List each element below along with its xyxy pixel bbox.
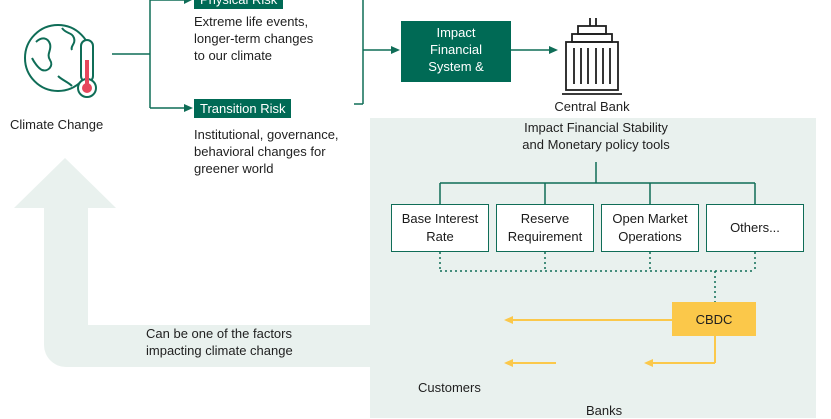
- feedback-text: Can be one of the factors impacting clim…: [146, 325, 293, 359]
- bank-building-icon: [560, 16, 624, 98]
- central-bank-caption-line: Impact Financial Stability: [524, 120, 668, 135]
- tool-reserve-requirement: Reserve Requirement: [496, 204, 594, 252]
- physical-risk-tag: Physical Risk: [194, 0, 284, 9]
- tool-open-market-operations: Open Market Operations: [601, 204, 699, 252]
- physical-risk-line: Extreme life events,: [194, 14, 309, 29]
- transition-risk-line: Institutional, governance,: [194, 127, 339, 142]
- feedback-arrow: [14, 158, 116, 325]
- impact-box-line: System &: [428, 59, 484, 74]
- tool-line: Operations: [618, 229, 682, 244]
- tool-others: Others...: [706, 204, 804, 252]
- earth-thermometer-icon: [18, 14, 104, 104]
- feedback-line: impacting climate change: [146, 343, 293, 358]
- physical-risk-line: longer-term changes: [194, 31, 314, 46]
- tool-line: Reserve: [520, 211, 570, 226]
- banks-label: Banks: [586, 403, 623, 418]
- customers-label: Customers: [418, 380, 481, 395]
- central-bank-caption-line: and Monetary policy tools: [522, 137, 670, 152]
- central-bank-panel: [370, 118, 816, 418]
- transition-risk-line: behavioral changes for: [194, 144, 326, 159]
- physical-risk-description: Extreme life events, longer-term changes…: [194, 13, 313, 64]
- feedback-band: [44, 325, 374, 367]
- transition-risk-line: greener world: [194, 161, 274, 176]
- tool-line: Requirement: [507, 229, 583, 244]
- cbdc-box: CBDC: [672, 302, 756, 336]
- tool-line: Base Interest: [401, 211, 479, 226]
- transition-risk-tag: Transition Risk: [194, 99, 292, 118]
- impact-box-line: Financial: [429, 42, 483, 57]
- feedback-line: Can be one of the factors: [146, 326, 292, 341]
- physical-risk-line: to our climate: [194, 48, 273, 63]
- tool-line: Others...: [730, 220, 780, 235]
- climate-change-label: Climate Change: [10, 117, 104, 132]
- transition-risk-description: Institutional, governance, behavioral ch…: [194, 126, 339, 177]
- tool-line: Open Market: [612, 211, 688, 226]
- central-bank-label: Central Bank: [554, 99, 630, 114]
- impact-financial-system-box: Impact Financial System &: [401, 21, 511, 82]
- central-bank-caption: Impact Financial Stability and Monetary …: [476, 119, 716, 153]
- tool-line: Rate: [426, 229, 454, 244]
- impact-box-line: Impact: [436, 25, 476, 40]
- tool-base-interest-rate: Base Interest Rate: [391, 204, 489, 252]
